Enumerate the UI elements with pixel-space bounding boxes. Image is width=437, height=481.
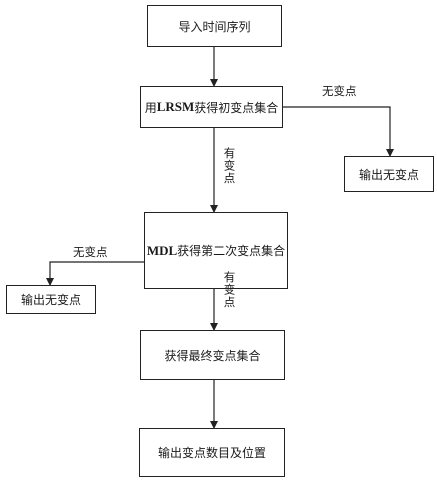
lrsm-method-name: LRSM [156, 99, 195, 114]
output-no-change-right-label: 输出无变点 [358, 167, 419, 182]
arrow-lrsm-to-output-right [283, 106, 394, 157]
mdl-method-name: MDL [146, 242, 178, 258]
import-series-box: 导入时间序列 [147, 5, 282, 47]
has-change-label-2: 有变点 [222, 271, 237, 309]
output-result-label: 输出变点数目及位置 [157, 446, 266, 460]
no-change-label-left: 无变点 [73, 245, 108, 259]
final-set-box: 获得最终变点集合 [140, 330, 285, 380]
output-result-box: 输出变点数目及位置 [139, 428, 285, 477]
has-change-label-1: 有变点 [222, 147, 237, 185]
lrsm-suffix: 获得初变点集合 [194, 100, 279, 115]
output-no-change-left-label: 输出无变点 [20, 293, 81, 307]
lrsm-prefix: 用 [144, 100, 157, 115]
arrow-mdl-to-output-left [46, 261, 144, 286]
output-no-change-right-box: 输出无变点 [344, 156, 434, 192]
final-set-label: 获得最终变点集合 [164, 348, 261, 363]
no-change-label-right: 无变点 [322, 84, 357, 98]
import-series-label: 导入时间序列 [178, 19, 251, 34]
output-no-change-left-box: 输出无变点 [6, 285, 96, 314]
mdl-suffix: 获得第二次变点集合 [177, 244, 286, 258]
